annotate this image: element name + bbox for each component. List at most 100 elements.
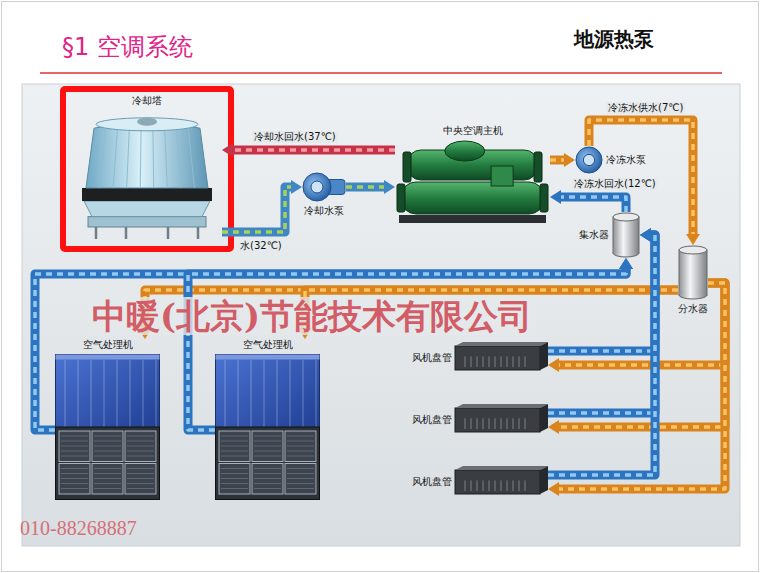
ahu-seam: [117, 360, 118, 427]
pipe-wall: [561, 197, 626, 212]
grille-slat: [94, 473, 121, 474]
pipe-flow: [233, 148, 395, 152]
equipment-art: [678, 245, 708, 300]
fcu-vent: [507, 418, 508, 429]
fcu-vent: [501, 480, 502, 491]
label-group: 空气处理机: [243, 339, 293, 351]
equipment-art: [55, 354, 160, 500]
ahu-seam: [290, 360, 291, 427]
grille-slat: [254, 451, 281, 452]
grille-slat: [254, 468, 281, 469]
pipe-wall: [548, 235, 655, 413]
fcu-vent: [489, 356, 490, 367]
ahu-grille: [285, 464, 316, 495]
grille-slat: [221, 478, 248, 479]
label-group: 冷冻水泵: [606, 154, 646, 166]
fan-coil: 风机盘管: [412, 466, 548, 498]
pipe-flow: [222, 187, 291, 232]
ahu-grille: [252, 464, 283, 495]
ahu-lid: [56, 355, 160, 360]
equipment-label: 中央空调主机: [443, 125, 503, 137]
ahu-seam: [91, 360, 92, 427]
pipe-flow: [559, 283, 725, 489]
pipe: [548, 235, 655, 351]
tower-basin: [88, 217, 206, 227]
grille-slat: [127, 441, 154, 442]
air-handler: 空气处理机: [55, 339, 160, 500]
equipment-label: 冷却塔: [132, 95, 162, 107]
tower-shell: [86, 122, 208, 188]
fan-coil: 风机盘管: [412, 404, 548, 436]
equipment-drawing: [612, 212, 640, 258]
grille-slat: [61, 451, 88, 452]
grille-slat: [127, 488, 154, 489]
tower-rib: [188, 128, 194, 188]
grille-slat: [287, 446, 314, 447]
pipe-wall: [548, 235, 655, 351]
pipe: [548, 235, 655, 413]
fcu-vent: [489, 480, 490, 491]
pipe: [589, 120, 693, 234]
tank-top: [679, 246, 707, 254]
air-handler: 空气处理机: [215, 339, 320, 500]
ahu-grille: [219, 464, 250, 495]
control-box: [491, 166, 513, 186]
grille-slat: [254, 483, 281, 484]
pipe-flow: [550, 158, 564, 162]
tank-fill: [680, 290, 707, 295]
pipe: [233, 150, 395, 151]
fcu-vent: [477, 418, 478, 429]
ahu-grille: [92, 464, 123, 495]
ahu-seam: [130, 360, 131, 427]
label-group: 集水器: [579, 229, 609, 241]
pipe-wall: [559, 283, 725, 489]
tower-rib: [152, 128, 154, 188]
grille-slat: [127, 468, 154, 469]
tank-top: [613, 213, 639, 221]
ahu-seam: [156, 360, 157, 427]
fcu-side: [540, 466, 548, 494]
equipment-drawing: [72, 110, 222, 240]
fcu-vent: [507, 356, 508, 367]
ahu-grille: [285, 431, 316, 462]
pump-casing: [576, 147, 602, 173]
fcu-vent: [513, 356, 514, 367]
equipment-art: [612, 212, 640, 258]
equipment-drawing: [395, 140, 550, 225]
fcu-vent: [513, 480, 514, 491]
tank-bottom: [679, 291, 707, 299]
fcu-vent: [471, 356, 472, 367]
fcu-vent: [471, 480, 472, 491]
grille-slat: [254, 436, 281, 437]
fcu-vent: [501, 418, 502, 429]
fcu-vent: [519, 356, 520, 367]
grille-slat: [254, 478, 281, 479]
grille-slat: [127, 473, 154, 474]
pipe-flow: [548, 235, 655, 351]
pipe-wall: [233, 146, 395, 155]
ahu-seam: [316, 360, 317, 427]
grille-slat: [94, 456, 121, 457]
ahu-grille: [59, 464, 90, 495]
grille-slat: [94, 468, 121, 469]
fcu-vent: [471, 418, 472, 429]
fcu-vent: [501, 356, 502, 367]
grille-slat: [94, 478, 121, 479]
label-group: 风机盘管: [412, 352, 452, 364]
pipe-flow: [346, 185, 384, 189]
fcu-vent: [525, 356, 526, 367]
fcu-vent: [507, 480, 508, 491]
tank-bottom: [613, 249, 639, 257]
grille-slat: [221, 436, 248, 437]
tower-rib: [127, 128, 130, 188]
pipe-label-holder: 冷冻水供水(7℃): [606, 102, 685, 114]
fcu-vent: [519, 480, 520, 491]
watermark: 中暖(北京)节能技术有限公司: [88, 297, 536, 335]
fcu-front: [455, 408, 540, 432]
flange: [397, 184, 405, 212]
pipe: [346, 187, 384, 188]
tower-band: [82, 188, 212, 201]
fcu-vent: [495, 356, 496, 367]
ahu-grille: [252, 431, 283, 462]
